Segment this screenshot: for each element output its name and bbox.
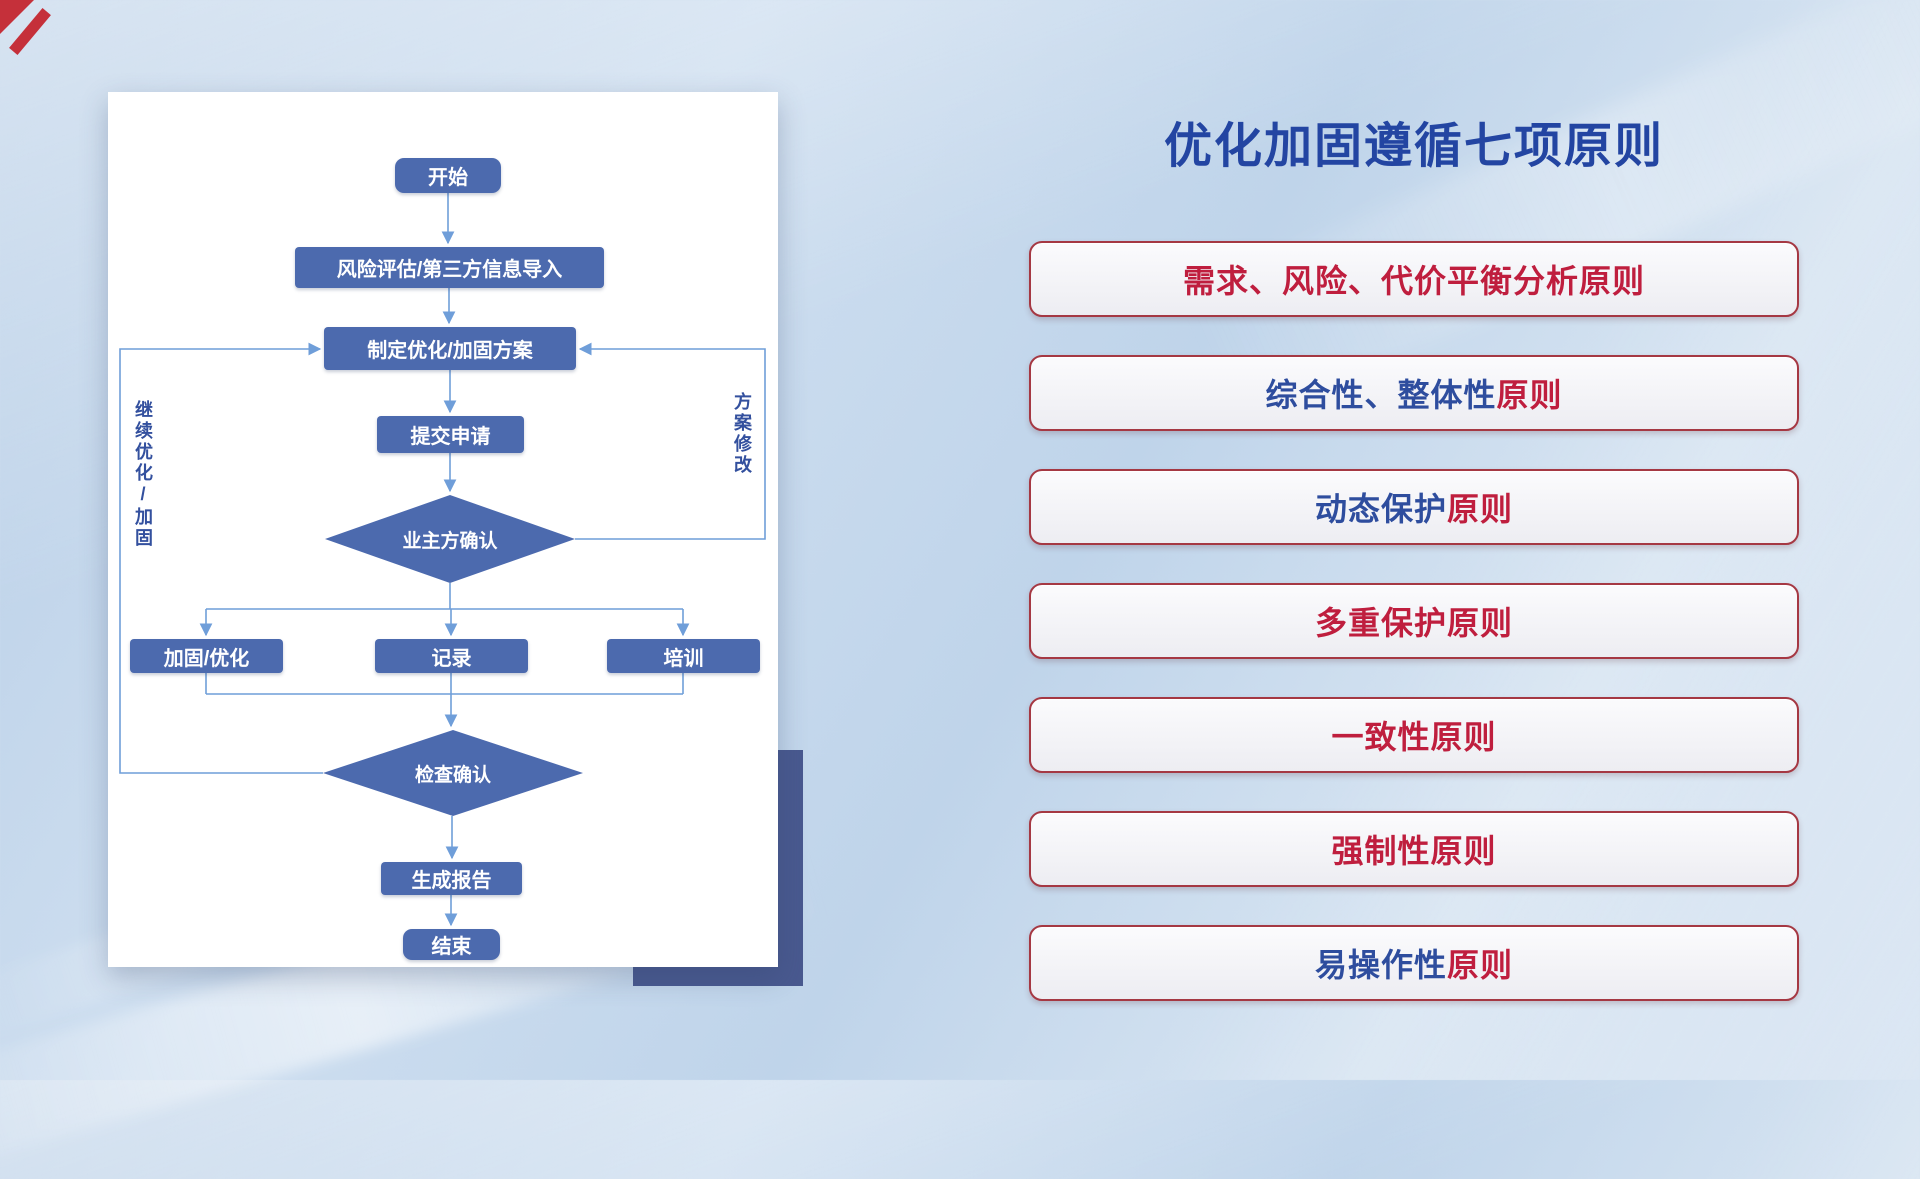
flow-node-make-plan: 制定优化/加固方案	[324, 327, 576, 370]
flow-node-training: 培训	[607, 639, 760, 673]
flow-node-generate-report: 生成报告	[381, 862, 522, 895]
principle-text: 一致性原则	[1331, 719, 1497, 755]
principle-box: 强制性原则	[1029, 811, 1799, 887]
page-title: 优化加固遵循七项原则	[1163, 120, 1664, 173]
flow-node-start: 开始	[395, 158, 501, 193]
principle-text: 原则	[1447, 947, 1514, 983]
principle-text: 动态保护	[1314, 491, 1447, 527]
principle-text: 需求、风险、代价平衡分析原则	[1182, 263, 1645, 299]
flowchart-connectors	[119, 193, 766, 927]
principle-text: 原则	[1496, 377, 1563, 413]
flow-node-record: 记录	[375, 639, 528, 673]
principle-box: 综合性、整体性原则	[1029, 355, 1799, 431]
flow-label-continue-optimize: 继续优化/加固	[133, 400, 153, 549]
flow-node-harden-optimize: 加固/优化	[130, 639, 283, 673]
flow-node-end: 结束	[403, 929, 500, 960]
principle-box: 动态保护原则	[1029, 469, 1799, 545]
principle-text: 综合性、整体性	[1265, 377, 1497, 413]
principle-box: 多重保护原则	[1029, 583, 1799, 659]
principle-text: 强制性原则	[1331, 833, 1497, 869]
flow-node-submit-request: 提交申请	[377, 416, 524, 453]
principles-list: 需求、风险、代价平衡分析原则综合性、整体性原则动态保护原则多重保护原则一致性原则…	[1029, 241, 1799, 1001]
flowchart-card: 开始 风险评估/第三方信息导入 制定优化/加固方案 提交申请 业主方确认 加固/…	[108, 92, 778, 967]
principle-box: 易操作性原则	[1029, 925, 1799, 1001]
flow-label-plan-modify: 方案修改	[732, 392, 752, 476]
principle-text: 原则	[1447, 491, 1514, 527]
principle-box: 一致性原则	[1029, 697, 1799, 773]
principle-text: 多重保护原则	[1314, 605, 1513, 641]
principle-box: 需求、风险、代价平衡分析原则	[1029, 241, 1799, 317]
principle-text: 易操作性	[1314, 947, 1447, 983]
flow-node-risk-assessment: 风险评估/第三方信息导入	[295, 247, 604, 288]
